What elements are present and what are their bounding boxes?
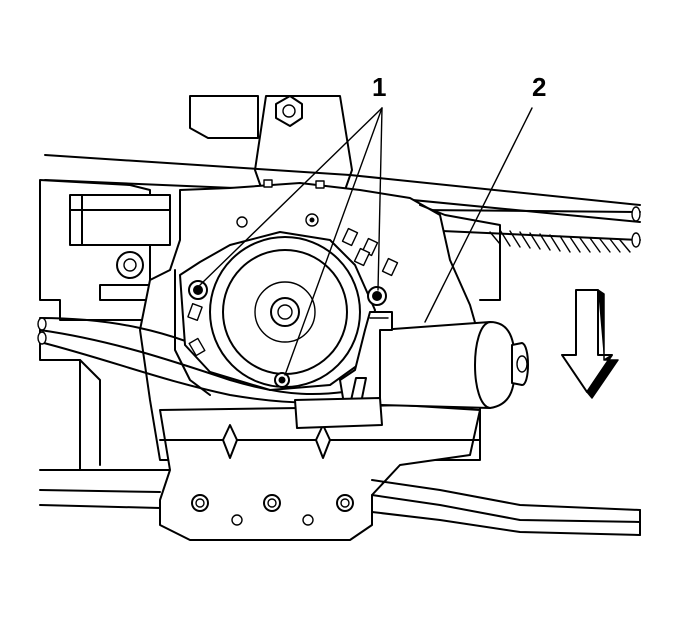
left-structure [39,179,171,471]
callout-1: 1 [372,72,386,102]
lower-bracket [159,404,481,541]
motor-mount-tab [294,397,383,429]
upper-bracket [189,95,353,191]
direction-arrow-down-icon [561,289,619,399]
wiper-motor [339,311,529,411]
gear-housing [179,227,399,391]
bottom-frame [39,469,641,536]
callout-leaders [199,107,533,376]
callout-2: 2 [532,72,546,102]
